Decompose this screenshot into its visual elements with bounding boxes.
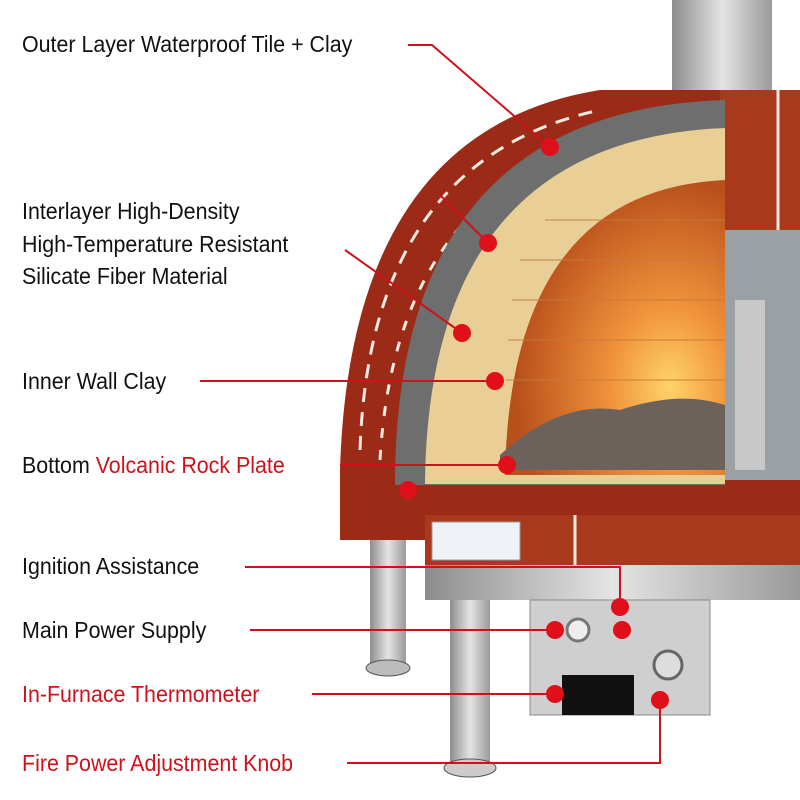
- label-bottom: Bottom Volcanic Rock Plate: [22, 449, 285, 481]
- brick-section: [720, 90, 800, 230]
- leg-foot: [365, 659, 411, 677]
- label-bottom-prefix: Bottom: [22, 452, 96, 478]
- chimney: [672, 0, 772, 90]
- label-interlayer-2: High-Temperature Resistant: [22, 231, 289, 257]
- label-thermometer: In-Furnace Thermometer: [22, 681, 260, 707]
- leg-foot: [443, 758, 497, 778]
- label-interlayer-1: Interlayer High-Density: [22, 198, 240, 224]
- marker-dots: [399, 138, 669, 709]
- label-inner-wall: Inner Wall Clay: [22, 368, 167, 394]
- power-button: [565, 617, 591, 643]
- thermometer-display: [562, 675, 634, 715]
- label-knob: Fire Power Adjustment Knob: [22, 750, 294, 776]
- fire-knob: [652, 649, 684, 681]
- label-outer-layer: Outer Layer Waterproof Tile + Clay: [22, 31, 353, 57]
- label-interlayer-3: Silicate Fiber Material: [22, 263, 228, 289]
- label-volcanic-rock: Volcanic Rock Plate: [95, 452, 285, 478]
- nameplate: [431, 521, 521, 561]
- volcanic-rocks: [500, 398, 725, 470]
- leg: [370, 540, 406, 665]
- leader-lines: [200, 44, 661, 764]
- label-power: Main Power Supply: [22, 617, 207, 643]
- leg: [450, 595, 490, 765]
- steel-tray: [425, 565, 800, 600]
- label-ignition: Ignition Assistance: [22, 553, 200, 579]
